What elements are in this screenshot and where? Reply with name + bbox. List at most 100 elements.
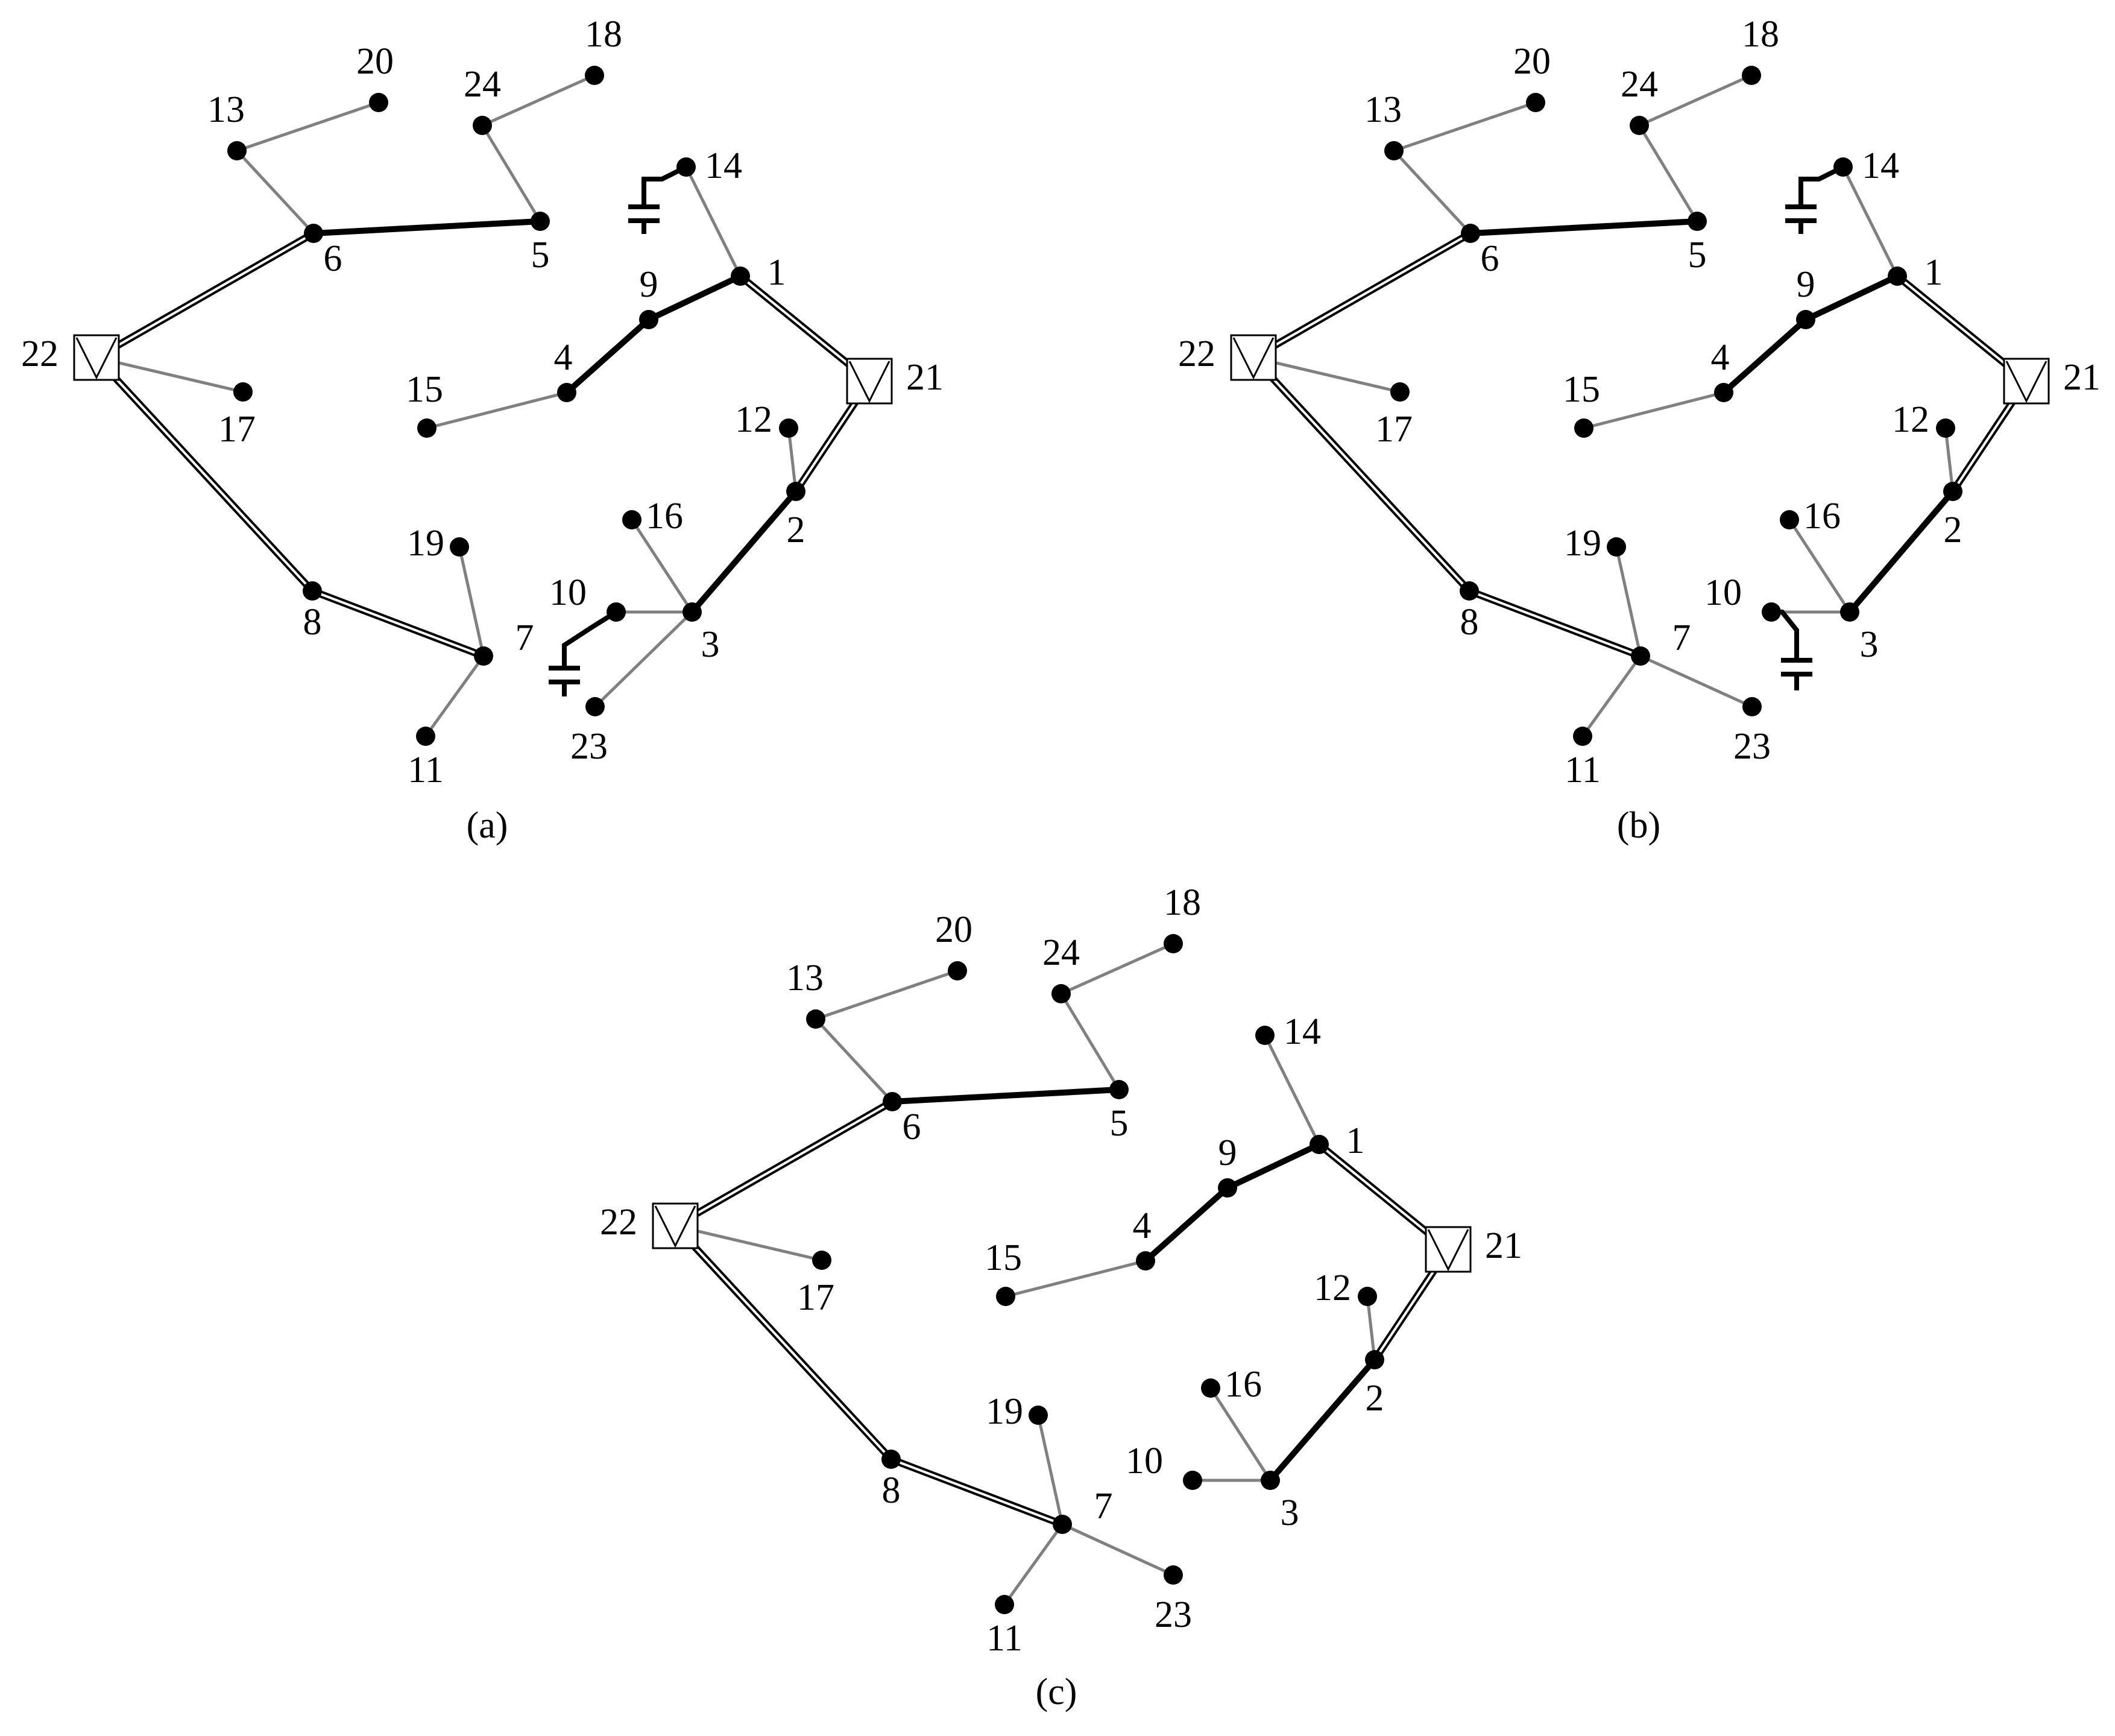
bus-dot-icon [369, 93, 388, 112]
edge-1-9 [1804, 273, 1899, 323]
bus-14: 14 [1255, 1011, 1321, 1052]
bus-6: 6 [304, 224, 342, 279]
bus-label-3: 3 [701, 624, 720, 665]
bus-17: 17 [218, 382, 256, 450]
edges-a [93, 74, 872, 737]
bus-9: 9 [1218, 1132, 1237, 1198]
bus-label-6: 6 [324, 238, 342, 279]
bus-dot-icon [1310, 1135, 1329, 1154]
bus-3: 3 [682, 602, 720, 665]
bus-12: 12 [1314, 1267, 1377, 1308]
bus-dot-icon [1631, 646, 1650, 666]
bus-dot-icon [585, 66, 604, 85]
bus-dot-icon [786, 482, 805, 501]
bus-label-9: 9 [1218, 1132, 1237, 1173]
bus-4: 4 [1133, 1205, 1155, 1270]
edge-7-23 [1061, 1523, 1174, 1577]
bus-24: 24 [1042, 932, 1080, 1003]
edge-3-16 [1209, 1387, 1272, 1482]
bus-dot-icon [233, 382, 253, 402]
bus-17: 17 [1375, 382, 1413, 450]
bus-2: 2 [786, 482, 805, 551]
bus-label-4: 4 [1133, 1205, 1152, 1246]
edge-2-3 [690, 489, 798, 614]
edges-c [672, 942, 1451, 1606]
panel-b: 123456789101112131415161718192021222324(… [1178, 14, 2101, 846]
edge-3-23 [594, 611, 693, 708]
bus-label-11: 11 [986, 1618, 1023, 1659]
bus-dot-icon [779, 418, 798, 438]
bus-dot-icon [607, 602, 626, 622]
substation-triangle-icon [73, 334, 120, 381]
edge-22-8-inner [1252, 356, 1470, 592]
bus-16: 16 [1780, 496, 1841, 537]
substation-box [73, 334, 120, 381]
bus-label-17: 17 [797, 1277, 834, 1318]
bus-4: 4 [1711, 337, 1733, 402]
bus-19: 19 [986, 1391, 1048, 1432]
bus-dot-icon [812, 1251, 831, 1270]
bus-dot-icon [585, 697, 605, 716]
bus-20: 20 [1513, 41, 1551, 112]
bus-label-14: 14 [705, 145, 742, 186]
bus-9: 9 [1796, 264, 1815, 329]
bus-label-5: 5 [531, 235, 550, 276]
edge-7-23 [1639, 654, 1753, 709]
bus-label-24: 24 [1621, 64, 1658, 105]
edge-22-8-inner [674, 1225, 892, 1460]
bus-dot-icon [1164, 934, 1183, 953]
substation-triangle [654, 1205, 696, 1248]
bus-label-5: 5 [1110, 1103, 1129, 1144]
bus-label-22: 22 [600, 1202, 637, 1243]
bus-dot-icon [996, 1287, 1015, 1306]
edge-1-9 [1226, 1141, 1321, 1191]
edge-2-3 [1268, 1357, 1377, 1483]
bus-label-1: 1 [1346, 1120, 1365, 1161]
bus-19: 19 [1564, 523, 1626, 564]
bus-dot-icon [1384, 141, 1404, 160]
edge-2-12 [1366, 1296, 1376, 1360]
edge-9-4 [1721, 317, 1808, 395]
bus-dot-icon [1796, 310, 1815, 329]
edge-24-18 [1638, 74, 1753, 127]
edge-13-20 [1393, 101, 1536, 153]
bus-dot-icon [450, 537, 469, 557]
substation-box [652, 1202, 699, 1249]
bus-dot-icon [1255, 1026, 1275, 1045]
substation-triangle [1232, 337, 1275, 380]
bus-dot-icon [731, 267, 750, 286]
edge-22-6-inner [96, 232, 314, 359]
bus-5: 5 [531, 212, 550, 276]
edge-22-8-inner [95, 356, 314, 592]
bus-14: 14 [676, 145, 742, 186]
edge-6-5 [1470, 218, 1698, 236]
edge-9-4 [564, 317, 651, 395]
edge-6-5 [892, 1087, 1120, 1105]
bus-dot-icon [417, 418, 437, 438]
bus-dot-icon [883, 1092, 902, 1111]
bus-16: 16 [622, 496, 683, 537]
edge-8-7-inner [890, 1458, 1063, 1526]
edge-3-16 [1788, 519, 1852, 613]
substation-triangle [75, 337, 118, 380]
bus-6: 6 [1461, 224, 1499, 279]
bus-label-7: 7 [1672, 617, 1691, 658]
bus-7: 7 [1631, 617, 1691, 666]
bus-label-7: 7 [1094, 1486, 1113, 1527]
bus-dot-icon [474, 646, 493, 666]
bus-label-2: 2 [1944, 510, 1962, 551]
bus-label-18: 18 [1742, 14, 1779, 55]
bus-dot-icon [1461, 224, 1480, 243]
bus-label-15: 15 [985, 1237, 1022, 1278]
bus-15: 15 [1563, 369, 1600, 438]
bus-14: 14 [1833, 145, 1899, 186]
edge-2-12 [787, 428, 798, 492]
bus-dot-icon [1936, 418, 1955, 438]
edge-6-5 [313, 218, 541, 236]
panel-caption-c: (c) [1036, 1671, 1077, 1712]
substation-triangle [1427, 1229, 1469, 1272]
edge-6-13 [1393, 150, 1472, 235]
edge-1-14 [1263, 1034, 1321, 1146]
